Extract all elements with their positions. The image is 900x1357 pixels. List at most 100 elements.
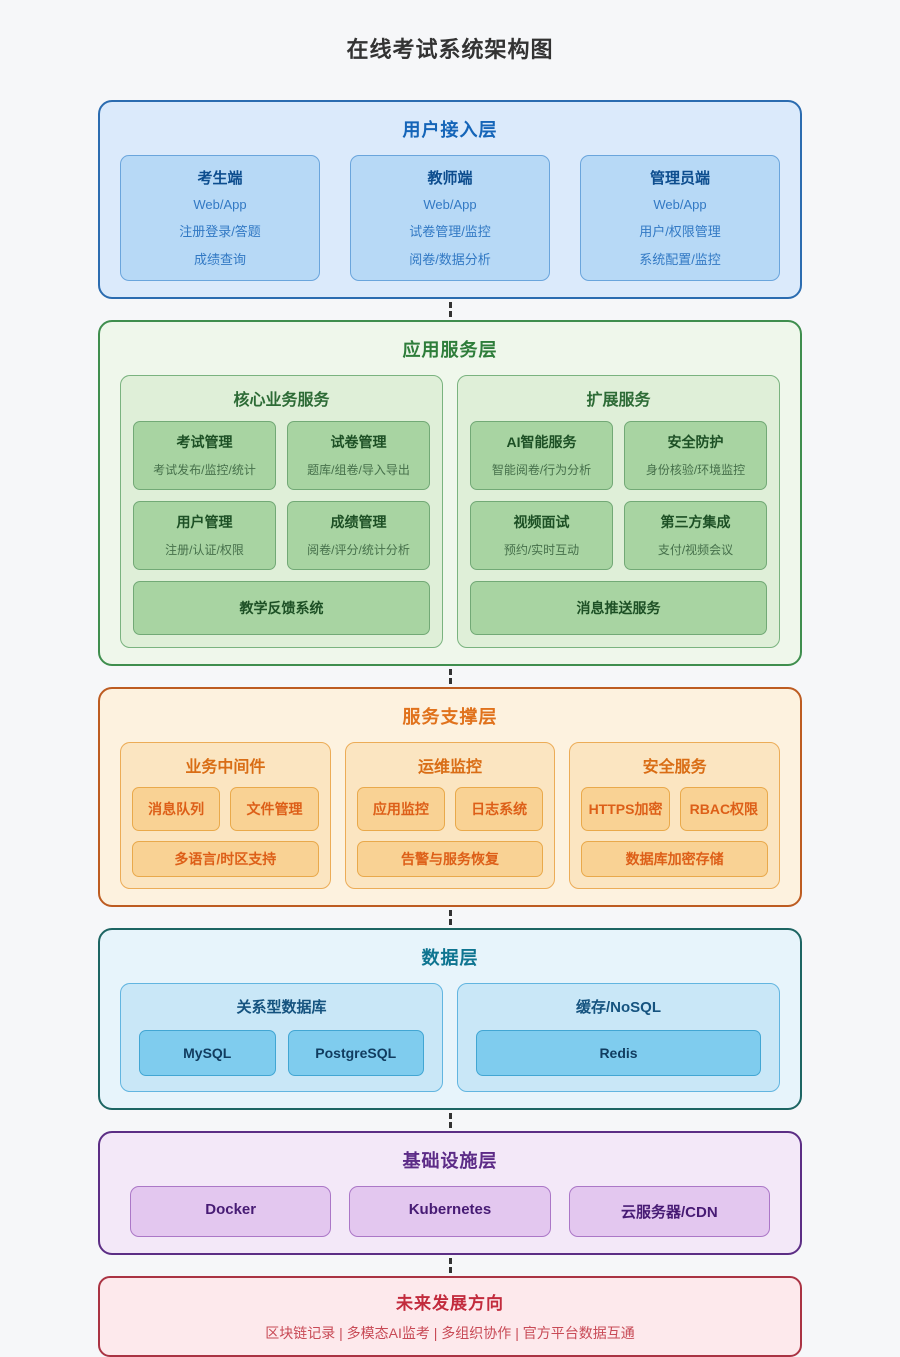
card-https-encryption: HTTPS加密 (581, 787, 670, 831)
dashed-connector (448, 910, 452, 925)
support-groups: 业务中间件 消息队列 文件管理 多语言/时区支持 运维监控 应用监控 日志系统 … (120, 742, 781, 889)
group-core-business: 核心业务服务 考试管理 考试发布/监控/统计 试卷管理 题库/组卷/导入导出 用… (120, 375, 443, 648)
card-subtitle: 支付/视频会议 (657, 543, 734, 557)
layer-app-service-title: 应用服务层 (402, 340, 498, 360)
card-subtitle: 智能阅卷/行为分析 (491, 463, 592, 477)
layer-data-title: 数据层 (421, 948, 479, 968)
layer-data: 数据层 关系型数据库 MySQL PostgreSQL 缓存/NoSQL Red… (98, 928, 802, 1110)
card-app-monitoring: 应用监控 (356, 787, 445, 831)
card-rbac-permissions: RBAC权限 (679, 787, 769, 831)
card-i18n-timezone: 多语言/时区支持 (132, 841, 319, 877)
app-service-groups: 核心业务服务 考试管理 考试发布/监控/统计 试卷管理 题库/组卷/导入导出 用… (120, 375, 780, 648)
card-postgresql: PostgreSQL (287, 1030, 424, 1076)
card-title: 第三方集成 (660, 514, 731, 530)
card-line: 成绩查询 (193, 252, 246, 267)
card-line: 试卷管理/监控 (409, 224, 491, 239)
group-title: 业务中间件 (185, 759, 266, 776)
card-subtitle: 阅卷/评分/统计分析 (307, 543, 410, 557)
card-student-client: 考生端 Web/App 注册登录/答题 成绩查询 (120, 155, 320, 281)
group-cards: HTTPS加密 RBAC权限 数据库加密存储 (581, 787, 769, 877)
card-kubernetes: Kubernetes (349, 1186, 551, 1237)
dashed-connector (448, 1113, 452, 1128)
page-title: 在线考试系统架构图 (346, 37, 554, 62)
card-title: 视频面试 (513, 514, 570, 530)
layer-support: 服务支撑层 业务中间件 消息队列 文件管理 多语言/时区支持 运维监控 应用监控… (98, 687, 802, 907)
infrastructure-cards: Docker Kubernetes 云服务器/CDN (120, 1186, 780, 1237)
card-line: 用户/权限管理 (639, 224, 721, 239)
group-cards: 应用监控 日志系统 告警与服务恢复 (356, 787, 544, 877)
card-video-interview: 视频面试 预约/实时互动 (470, 501, 613, 570)
group-cards: Redis (476, 1030, 761, 1076)
group-cards: 消息队列 文件管理 多语言/时区支持 (132, 787, 319, 877)
card-subtitle: 考试发布/监控/统计 (153, 463, 256, 477)
card-user-management: 用户管理 注册/认证/权限 (133, 501, 276, 570)
card-title: 管理员端 (649, 170, 710, 187)
card-teacher-client: 教师端 Web/App 试卷管理/监控 阅卷/数据分析 (350, 155, 550, 281)
layer-stack: 用户接入层 考生端 Web/App 注册登录/答题 成绩查询 教师端 Web/A… (98, 100, 802, 1357)
card-title: 成绩管理 (330, 514, 387, 530)
card-ai-service: AI智能服务 智能阅卷/行为分析 (470, 421, 613, 490)
dashed-connector (448, 1258, 452, 1273)
layer-future: 未来发展方向 区块链记录 | 多模态AI监考 | 多组织协作 | 官方平台数据互… (98, 1276, 802, 1357)
card-title: 试卷管理 (330, 434, 387, 450)
card-cloud-cdn: 云服务器/CDN (568, 1186, 770, 1237)
card-subtitle: 身份核验/环境监控 (645, 463, 746, 477)
card-message-queue: 消息队列 (132, 787, 221, 831)
layer-app-service: 应用服务层 核心业务服务 考试管理 考试发布/监控/统计 试卷管理 题库/组卷/… (98, 320, 802, 666)
card-admin-client: 管理员端 Web/App 用户/权限管理 系统配置/监控 (580, 155, 780, 281)
card-title: 用户管理 (176, 514, 233, 530)
layer-support-title: 服务支撑层 (402, 707, 498, 727)
card-message-push: 消息推送服务 (470, 581, 767, 635)
card-line: Web/App (193, 197, 247, 212)
card-file-management: 文件管理 (230, 787, 319, 831)
card-title: 考生端 (197, 170, 243, 187)
card-title: 教师端 (427, 170, 473, 187)
card-subtitle: 题库/组卷/导入导出 (307, 463, 410, 477)
group-title: 缓存/NoSQL (576, 999, 661, 1016)
group-cache-nosql: 缓存/NoSQL Redis (457, 983, 780, 1092)
card-db-encryption: 数据库加密存储 (581, 841, 769, 877)
card-subtitle: 注册/认证/权限 (165, 543, 244, 557)
card-alert-recovery: 告警与服务恢复 (356, 841, 544, 877)
card-line: Web/App (423, 197, 477, 212)
layer-future-title: 未来发展方向 (396, 1294, 504, 1313)
card-mysql: MySQL (139, 1030, 276, 1076)
group-cards: AI智能服务 智能阅卷/行为分析 安全防护 身份核验/环境监控 视频面试 预约/… (470, 421, 767, 635)
group-cards: MySQL PostgreSQL (139, 1030, 424, 1076)
card-title: 安全防护 (667, 434, 724, 450)
dashed-connector (448, 302, 452, 317)
card-subtitle: 预约/实时互动 (503, 543, 580, 557)
layer-infrastructure-title: 基础设施层 (402, 1151, 498, 1171)
group-title: 扩展服务 (586, 392, 651, 409)
card-line: Web/App (653, 197, 707, 212)
card-docker: Docker (130, 1186, 332, 1237)
card-line: 阅卷/数据分析 (409, 252, 491, 267)
card-line: 系统配置/监控 (639, 252, 721, 267)
card-third-party-integration: 第三方集成 支付/视频会议 (624, 501, 767, 570)
card-score-management: 成绩管理 阅卷/评分/统计分析 (287, 501, 430, 570)
group-title: 关系型数据库 (236, 999, 327, 1016)
group-security-services: 安全服务 HTTPS加密 RBAC权限 数据库加密存储 (569, 742, 781, 889)
group-middleware: 业务中间件 消息队列 文件管理 多语言/时区支持 (120, 742, 331, 889)
layer-infrastructure: 基础设施层 Docker Kubernetes 云服务器/CDN (98, 1131, 802, 1255)
group-title: 安全服务 (642, 759, 707, 776)
layer-user-access-title: 用户接入层 (402, 120, 498, 140)
data-groups: 关系型数据库 MySQL PostgreSQL 缓存/NoSQL Redis (120, 983, 780, 1092)
layer-user-access: 用户接入层 考生端 Web/App 注册登录/答题 成绩查询 教师端 Web/A… (98, 100, 802, 299)
card-paper-management: 试卷管理 题库/组卷/导入导出 (287, 421, 430, 490)
group-title: 核心业务服务 (233, 392, 330, 409)
layer-future-subtitle: 区块链记录 | 多模态AI监考 | 多组织协作 | 官方平台数据互通 (265, 1325, 635, 1341)
card-exam-management: 考试管理 考试发布/监控/统计 (133, 421, 276, 490)
group-cards: 考试管理 考试发布/监控/统计 试卷管理 题库/组卷/导入导出 用户管理 注册/… (133, 421, 430, 635)
architecture-diagram: 在线考试系统架构图 用户接入层 考生端 Web/App 注册登录/答题 成绩查询… (98, 37, 802, 1357)
group-title: 运维监控 (418, 759, 483, 776)
group-relational-db: 关系型数据库 MySQL PostgreSQL (120, 983, 443, 1092)
card-title: 考试管理 (176, 434, 233, 450)
card-security-protection: 安全防护 身份核验/环境监控 (624, 421, 767, 490)
dashed-connector (448, 669, 452, 684)
card-log-system: 日志系统 (455, 787, 544, 831)
group-ops-monitoring: 运维监控 应用监控 日志系统 告警与服务恢复 (344, 742, 556, 889)
user-access-cards: 考生端 Web/App 注册登录/答题 成绩查询 教师端 Web/App 试卷管… (120, 155, 780, 281)
card-title: AI智能服务 (506, 434, 577, 450)
group-extended-services: 扩展服务 AI智能服务 智能阅卷/行为分析 安全防护 身份核验/环境监控 视频面… (457, 375, 780, 648)
